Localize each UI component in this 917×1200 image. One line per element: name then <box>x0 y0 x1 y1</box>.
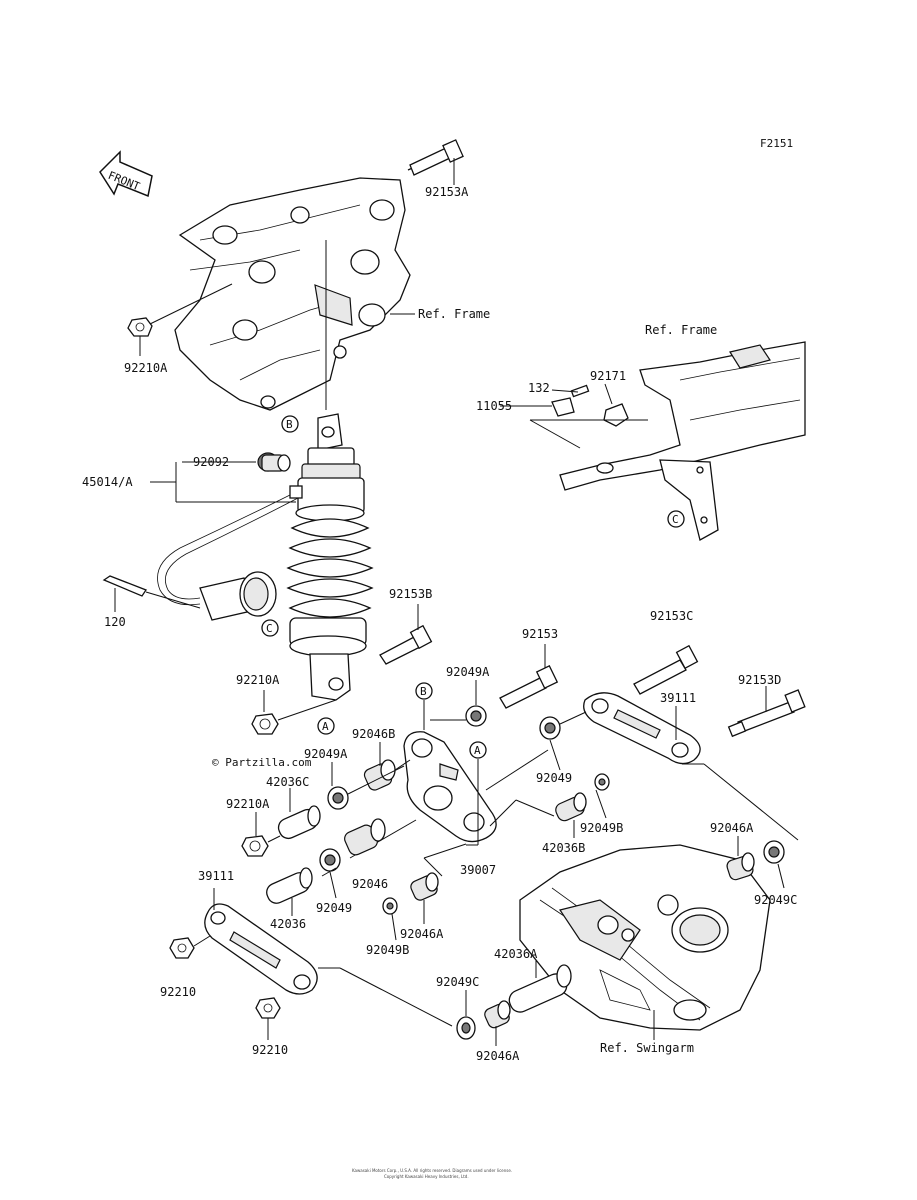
label-92092: 92092 <box>193 455 229 469</box>
bush-92046A-right <box>726 852 755 881</box>
bolt-132 <box>570 384 590 398</box>
label-92046A-right: 92046A <box>710 821 754 835</box>
label-92046B: 92046B <box>352 727 395 741</box>
reservoir-hose <box>157 485 303 621</box>
marker-a-link-label: A <box>474 744 481 757</box>
label-92049B-a: 92049B <box>580 821 623 835</box>
marker-b-link <box>415 682 433 700</box>
marker-c-right <box>667 510 685 528</box>
label-39111-left: 39111 <box>198 869 234 883</box>
label-45014A: 45014/A <box>82 475 133 489</box>
sleeve-42036 <box>266 867 313 904</box>
marker-a-shock-label: A <box>322 720 329 733</box>
bolt-120 <box>102 575 147 597</box>
bush-92046A-bottom <box>484 1000 511 1029</box>
label-92171: 92171 <box>590 369 626 383</box>
label-39007: 39007 <box>460 863 496 877</box>
marker-b-top-label: B <box>286 418 293 431</box>
collar-92092 <box>257 452 291 472</box>
label-92049-left: 92049 <box>316 901 352 915</box>
washer-92049C-right <box>763 840 785 864</box>
marker-b-link-label: B <box>420 685 427 698</box>
washer-92049A-b <box>327 786 349 810</box>
label-92049A-b: 92049A <box>304 747 348 761</box>
label-92153: 92153 <box>522 627 558 641</box>
frame-section-right <box>559 341 806 541</box>
sleeve-42036C <box>277 805 321 840</box>
bolt-92153C <box>633 644 699 695</box>
screw-11055 <box>551 397 575 417</box>
bush-92046B <box>363 759 396 791</box>
marker-a-shock <box>317 717 335 735</box>
sleeve-42036A <box>508 964 572 1013</box>
clamp-92171 <box>603 403 629 427</box>
washer-92049A-a <box>465 705 487 727</box>
label-92049-right: 92049 <box>536 771 572 785</box>
label-92210-b: 92210 <box>252 1043 288 1057</box>
link-rod-39111-right <box>583 692 701 765</box>
label-92153A: 92153A <box>425 185 469 199</box>
label-92049B-b: 92049B <box>366 943 409 957</box>
label-42036C: 42036C <box>266 775 309 789</box>
footer-line-1: Kawasaki Motors Corp., U.S.A. All rights… <box>352 1168 512 1173</box>
label-92049C-right: 92049C <box>754 893 797 907</box>
label-92049C-b: 92049C <box>436 975 479 989</box>
washer-92049-right <box>539 716 561 740</box>
nut-92210A-low <box>241 835 269 857</box>
label-92210A-mid: 92210A <box>236 673 280 687</box>
washer-92049B-a <box>594 773 610 791</box>
label-92153D: 92153D <box>738 673 781 687</box>
label-92046: 92046 <box>352 877 388 891</box>
bush-92046 <box>344 818 386 856</box>
swingarm <box>519 844 771 1031</box>
marker-c-left <box>261 619 279 637</box>
front-arrow-icon: FRONT <box>99 150 153 198</box>
label-42036A: 42036A <box>494 947 538 961</box>
nut-92210A-mid <box>251 713 279 735</box>
marker-c-left-label: C <box>266 622 273 635</box>
frame-assembly-top <box>174 177 411 411</box>
label-92049A-a: 92049A <box>446 665 490 679</box>
sleeve-42036B <box>555 792 587 822</box>
figure-code: F2151 <box>760 137 793 150</box>
label-92153B: 92153B <box>389 587 432 601</box>
nut-92210-a <box>169 937 195 959</box>
ref-swingarm: Ref. Swingarm <box>600 1041 694 1055</box>
nut-92210A-top <box>127 317 153 337</box>
washer-92049-left <box>319 848 341 872</box>
label-42036: 42036 <box>270 917 306 931</box>
watermark: © Partzilla.com <box>212 756 312 769</box>
label-39111-right: 39111 <box>660 691 696 705</box>
rocker-link-39007 <box>403 731 497 843</box>
shock-absorber <box>286 413 374 701</box>
washer-92049B-b <box>382 897 398 915</box>
footer-line-2: Copyright Kawasaki Heavy Industries, Ltd… <box>384 1174 469 1179</box>
label-11055: 11055 <box>476 399 512 413</box>
label-42036B: 42036B <box>542 841 585 855</box>
marker-b-top <box>281 415 299 433</box>
bush-92046A-mid <box>410 872 439 901</box>
ref-frame-left: Ref. Frame <box>418 307 490 321</box>
label-92046A-bottom: 92046A <box>476 1049 520 1063</box>
bolt-92153A <box>407 139 464 176</box>
link-rod-39111-left <box>204 903 318 995</box>
marker-a-link <box>469 741 487 759</box>
bolt-92153D <box>727 689 806 738</box>
ref-frame-right: Ref. Frame <box>645 323 717 337</box>
label-92153C: 92153C <box>650 609 693 623</box>
label-92046A-mid: 92046A <box>400 927 444 941</box>
marker-c-right-label: C <box>672 513 679 526</box>
nut-92210-b <box>255 997 281 1019</box>
bolt-92153 <box>499 664 559 709</box>
label-120: 120 <box>104 615 126 629</box>
washer-92049C-b <box>456 1016 476 1040</box>
label-132: 132 <box>528 381 550 395</box>
label-92210A-top: 92210A <box>124 361 168 375</box>
label-92210A-low: 92210A <box>226 797 270 811</box>
label-92210-a: 92210 <box>160 985 196 999</box>
bolt-92153B <box>379 624 433 665</box>
